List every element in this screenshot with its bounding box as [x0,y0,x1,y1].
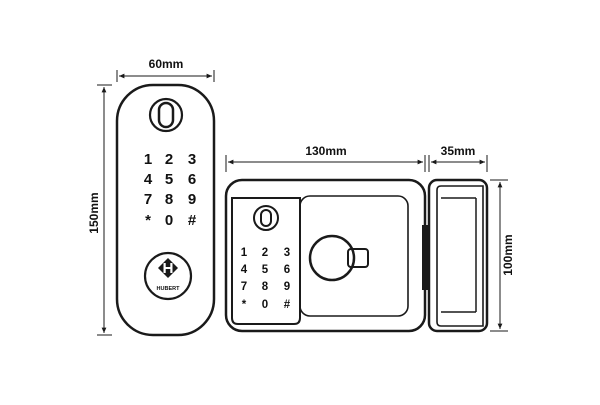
front-panel: 1 2 3 4 5 6 7 8 9 * 0 # HUBERT [115,83,216,337]
fingerprint-sensor-icon [253,205,279,231]
knob-icon [308,234,369,282]
strike-width-dimension: 35mm [428,144,488,172]
body-key: 6 [284,264,290,276]
front-key: 4 [144,171,153,188]
front-keypad: 1 2 3 4 5 6 7 8 9 * 0 # [144,151,197,229]
front-key: 1 [144,151,152,168]
body-keypad-module: 1 2 3 4 5 6 7 8 9 * 0 # [231,197,301,325]
front-key: 3 [188,151,196,168]
front-height-dimension: 150mm [87,84,112,336]
brand-logo-icon: HUBERT [143,251,193,301]
body-width-dimension: 130mm [225,144,426,172]
body-width-label: 130mm [305,144,346,158]
front-key: 6 [188,171,196,188]
body-key: * [242,299,247,311]
body-key: 3 [284,247,290,259]
body-height-label: 100mm [501,234,515,275]
body-key: 1 [241,247,248,259]
front-width-dimension: 60mm [116,57,215,82]
fingerprint-sensor-icon [148,97,184,133]
body-key: # [284,299,291,311]
brand-text: HUBERT [157,286,181,292]
front-key: 5 [165,171,173,188]
front-height-label: 150mm [87,192,101,233]
front-key: 7 [144,191,152,208]
body-key: 5 [262,264,269,276]
body-key: 0 [262,299,268,311]
body-key: 8 [262,281,269,293]
body-key: 7 [241,281,247,293]
strike-keeper [427,178,489,333]
front-key: 2 [165,151,173,168]
front-key: 9 [188,191,196,208]
front-width-label: 60mm [149,57,184,71]
lock-body: 1 2 3 4 5 6 7 8 9 * 0 # [224,178,428,333]
body-height-dimension: 100mm [490,179,515,332]
body-key: 2 [262,247,268,259]
body-key: 4 [241,264,248,276]
front-key: * [145,212,151,229]
strike-width-label: 35mm [441,144,476,158]
front-key: 0 [165,212,173,229]
body-key: 9 [284,281,290,293]
front-key: 8 [165,191,173,208]
front-key: # [188,212,197,229]
